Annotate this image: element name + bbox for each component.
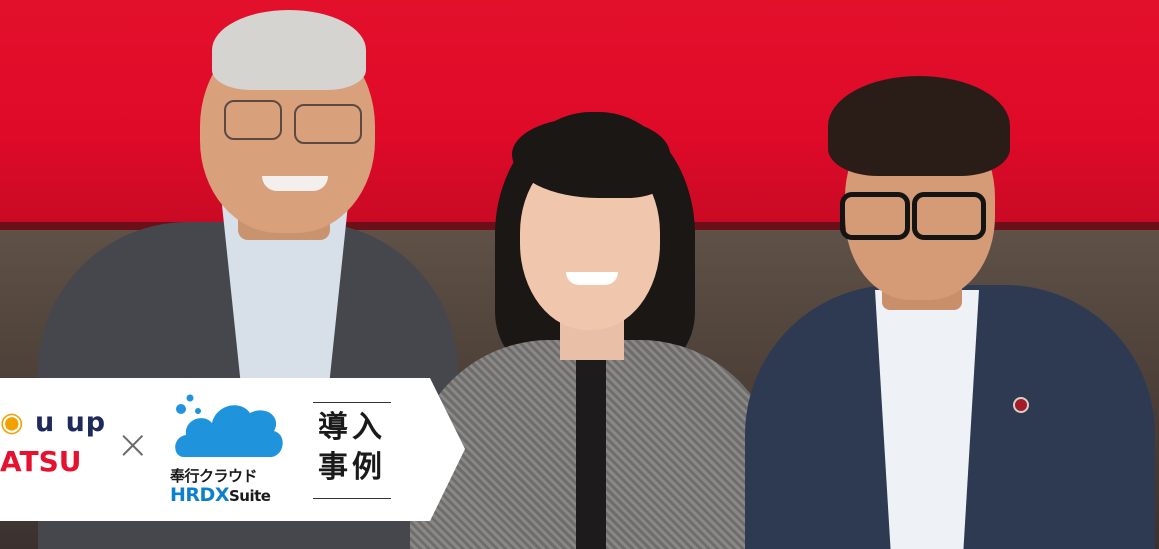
company-logo-bottom-text: ATSU [0,445,82,478]
glasses-right-lens [294,104,362,144]
logo-ring-mark: ◉ [0,407,25,438]
shirt [875,290,979,549]
case-label-bottom-rule [313,498,391,499]
glasses-left-lens [224,100,282,140]
case-label-line-1: 導入 [318,410,386,445]
company-logo: ◉ u up ATSU [0,407,105,487]
case-label-top-rule [313,402,391,403]
hair [212,10,366,90]
product-name-en: HRDXSuite [170,484,271,506]
product-name-jp: 奉行クラウド [170,467,258,485]
hair-fringe [512,118,670,198]
person-right-man [730,0,1159,549]
company-logo-top-text: ◉ u up [0,407,107,438]
smile [566,272,618,285]
glasses-right-lens [912,192,986,240]
glasses-left-lens [840,192,910,240]
dress-placket [576,350,606,549]
cloud-icon [175,394,283,457]
case-label-line-2: 事例 [318,450,386,485]
person-centre-woman [380,0,800,549]
collaboration-separator: × [116,422,150,468]
smile [262,176,328,191]
hair [828,76,1010,176]
lapel-pin [1013,397,1029,413]
case-study-label: 導入 事例 [313,408,391,488]
